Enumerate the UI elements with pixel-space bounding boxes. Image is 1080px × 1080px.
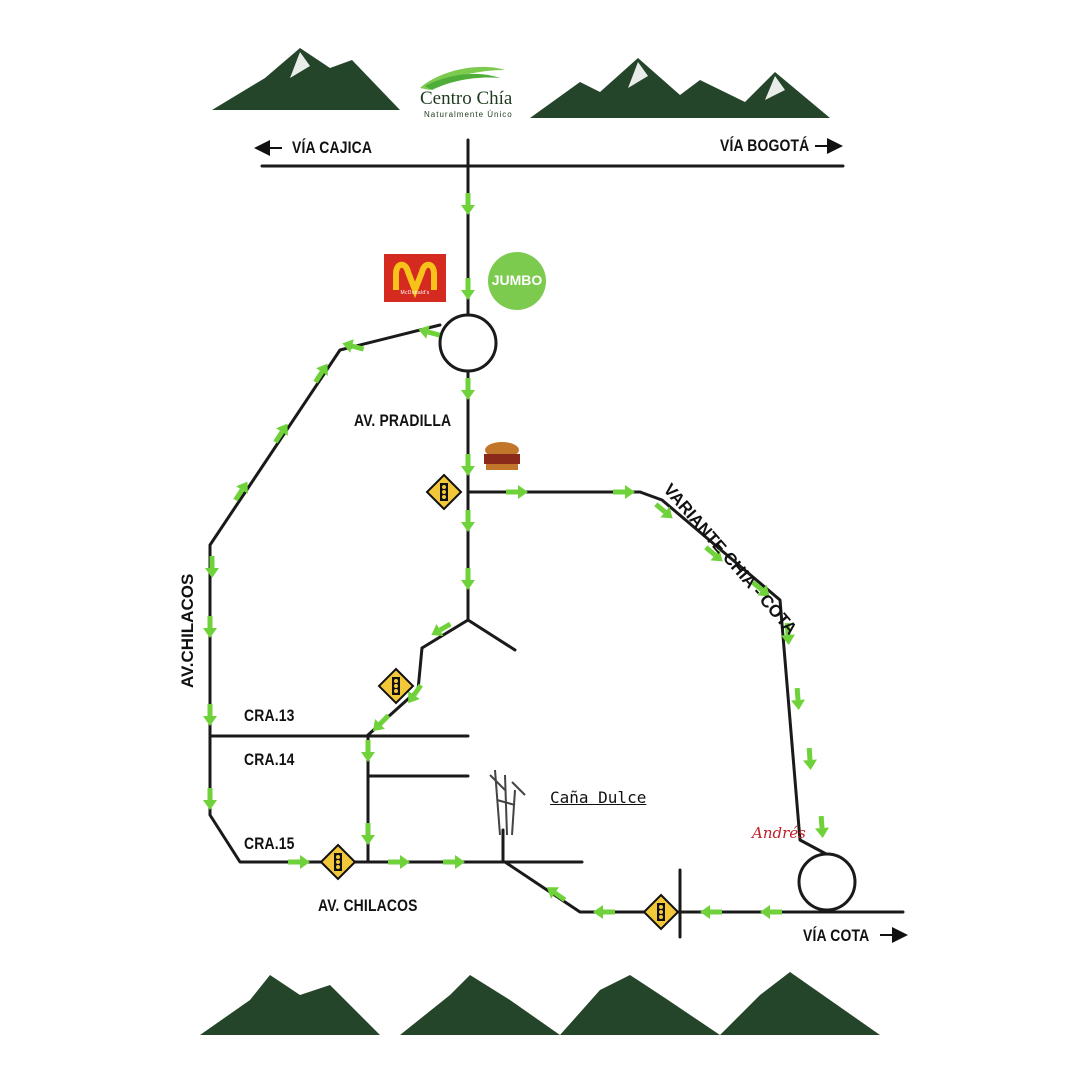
green-arrow-icon [418,325,441,339]
green-arrow-icon [815,815,829,838]
mcdonalds-logo-icon: McDonald's [384,254,446,302]
direction-arrow-icon [254,138,908,943]
label-via-cota: VÍA COTA [803,926,870,945]
label-cra-15: CRA.15 [244,834,295,853]
green-arrow-icon [654,502,673,519]
roundabout-icon [797,852,857,912]
green-arrow-icon [273,423,288,444]
green-arrow-icon [203,704,217,726]
green-arrow-icon [361,823,375,845]
green-arrow-icon [546,887,567,902]
green-arrow-icon [313,363,328,384]
label-cana-dulce: Caña Dulce [550,788,647,807]
green-arrow-icon [791,687,805,710]
green-arrow-icon [372,713,391,732]
green-arrow-icon [361,740,375,762]
label-av-pradilla: AV. PRADILLA [354,411,452,430]
traffic-light-icon [642,893,680,931]
label-av-chilacos: AV. CHILACOS [318,896,418,915]
traffic-light-icon [319,843,357,881]
green-arrow-icon [461,278,475,300]
green-arrow-icon [408,683,423,704]
green-arrow-icon [751,580,770,597]
green-arrow-icon [704,545,723,562]
green-arrow-icon [781,622,795,645]
green-arrow-icon [288,855,310,869]
green-arrow-icon [233,481,248,502]
green-arrow-icon [760,905,782,919]
mountain-icon [212,48,830,118]
label-via-bogota: VÍA BOGOTÁ [720,136,810,155]
jumbo-logo-icon: JUMBO [488,252,546,310]
green-arrow-icon [506,485,528,499]
green-arrow-icon [593,905,615,919]
green-arrow-icon [461,510,475,532]
green-arrow-icon [205,556,219,578]
green-arrow-icon [700,905,722,919]
road-network [208,138,905,939]
green-arrow-icon [461,568,475,590]
route-arrows [203,193,829,919]
andres-logo-icon: Andrés [752,824,806,842]
green-arrow-icon [203,788,217,810]
green-arrow-icon [342,339,365,353]
green-arrow-icon [443,855,465,869]
green-arrow-icon [461,378,475,400]
traffic-light-icon [377,667,415,705]
centro-chia-logo-icon [420,66,505,90]
jumbo-label: JUMBO [491,272,543,288]
green-arrow-icon [461,193,475,215]
restaurant-logo-icon [484,442,520,470]
label-cra-14: CRA.14 [244,750,295,769]
mcdonalds-label: McDonald's [400,290,430,296]
brand-title: Centro Chía [420,88,513,109]
label-av-chilacos-vertical: AV.CHILACOS [178,573,197,688]
traffic-light-icon [425,473,463,511]
green-arrow-icon [613,485,635,499]
roundabout-icon [438,313,498,373]
green-arrow-icon [803,747,817,770]
green-arrow-icon [431,621,452,637]
green-arrow-icon [388,855,410,869]
green-arrow-icon [203,616,217,638]
green-arrow-icon [461,454,475,476]
traffic-lights [319,473,680,931]
label-cra-13: CRA.13 [244,706,295,725]
mountain-icon [200,972,880,1035]
sugarcane-icon [489,769,526,836]
brand-subtitle: Naturalmente Único [424,110,513,119]
label-via-cajica: VÍA CAJICA [292,138,373,157]
